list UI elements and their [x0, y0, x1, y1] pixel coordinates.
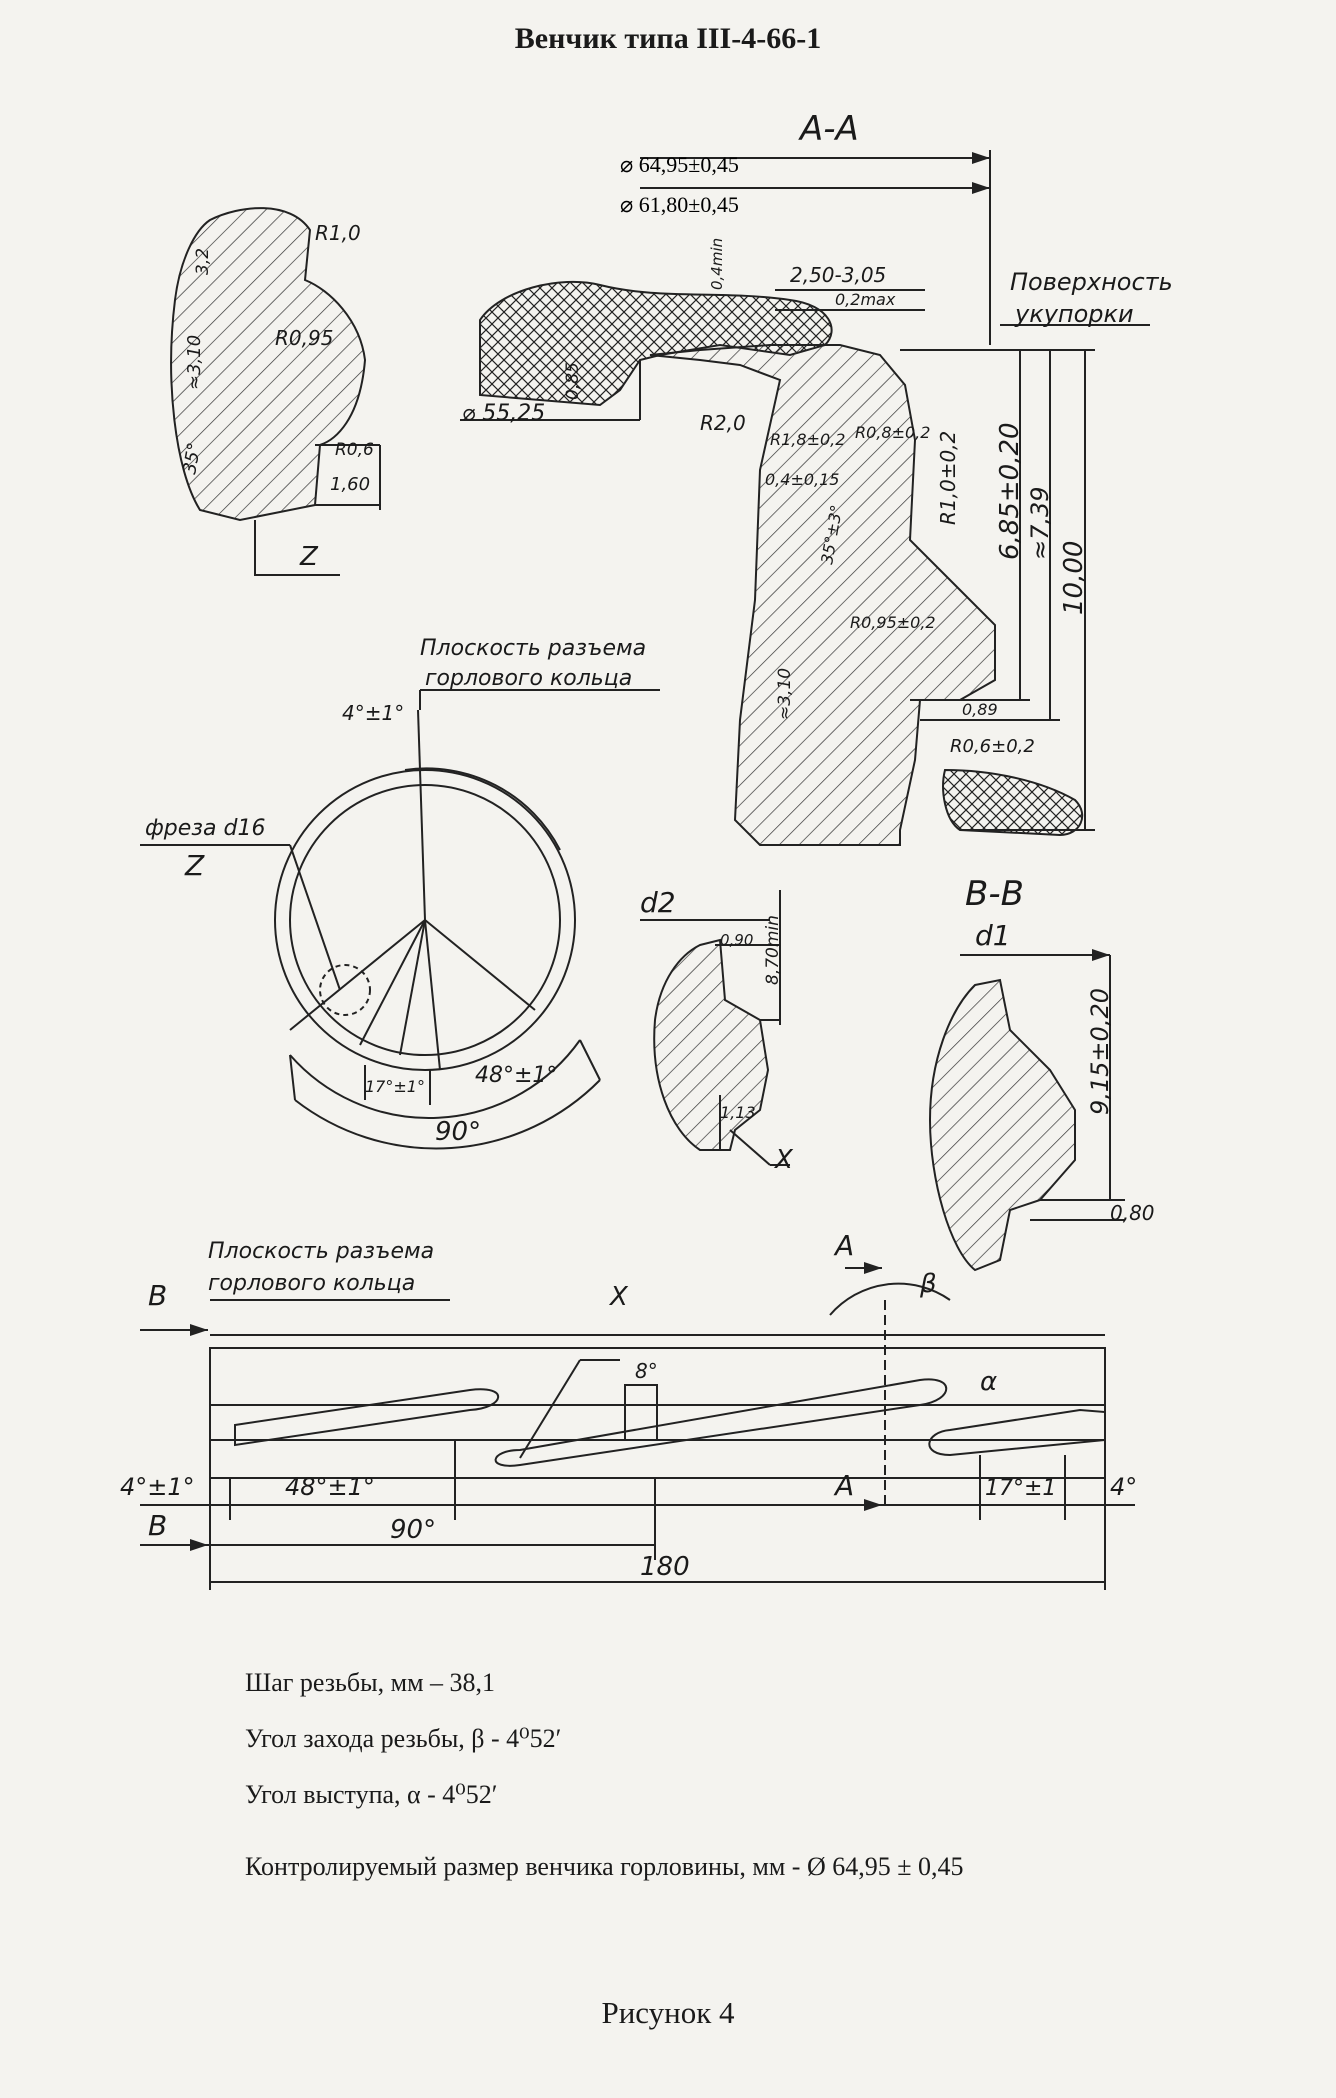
dim-outer-diameter: ⌀ 64,95±0,45: [620, 152, 739, 177]
note-entry-angle: Угол захода резьбы, β - 4⁰52′: [245, 1724, 562, 1753]
z-radius-0-95: R0,95: [275, 326, 333, 350]
z-dim-1-60: 1,60: [330, 474, 370, 495]
d1-profile-drawing: [928, 949, 1125, 1272]
d2-dim-8-70: 8,70min: [763, 915, 783, 985]
d2-dim-0-90: 0,90: [720, 931, 753, 949]
control-dimension-note: Контролируемый размер венчика горловины,…: [245, 1852, 964, 1881]
cap-liner-section: [942, 768, 1084, 837]
dev-angle-8: 8°: [635, 1359, 658, 1383]
dim-55-diameter: ⌀ 55,25: [462, 401, 545, 426]
radius-0-6: R0,6±0,2: [950, 736, 1035, 757]
dim-3-10-aa: ≈3,10: [775, 668, 795, 720]
z-radius-0-6: R0,6: [335, 440, 374, 460]
dim-7-39: ≈7,39: [1026, 486, 1054, 560]
dev-a-label-top: А: [833, 1229, 854, 1262]
d1-dim-0-80: 0,80: [1110, 1201, 1155, 1225]
surface-label: Поверхность: [1010, 268, 1173, 296]
angle-48-circle: 48°±1°: [475, 1063, 557, 1088]
dev-length-180: 180: [640, 1552, 690, 1582]
dim-0-2-max: 0,2max: [835, 290, 896, 309]
dev-angle-17: 17°±1: [985, 1476, 1056, 1501]
dev-alpha-label: α: [980, 1367, 997, 1397]
figure-caption: Рисунок 4: [601, 1995, 735, 2030]
dev-a-label-bottom: А: [833, 1469, 854, 1502]
dev-beta-label: β: [919, 1269, 937, 1299]
z-dim-3-10: ≈3,10: [184, 335, 205, 390]
mill-z-label: Z: [184, 849, 205, 882]
d1-profile: [928, 978, 1076, 1272]
dim-0-4-tolerance: 0,4±0,15: [765, 470, 839, 489]
page-title: Венчик типа III-4-66-1: [514, 22, 822, 55]
d2-x-label: X: [773, 1145, 794, 1175]
dim-inner-diameter: ⌀ 61,80±0,45: [620, 192, 739, 217]
section-aa-label: А-А: [798, 109, 859, 149]
mill-label: фреза d16: [145, 816, 265, 841]
angle-17-circle: 17°±1°: [365, 1077, 425, 1096]
d2-profile: [653, 938, 770, 1151]
detail-z-profile: [170, 207, 367, 522]
radius-2-0: R2,0: [700, 411, 746, 435]
dev-x-label: X: [608, 1282, 629, 1312]
radius-0-8: R0,8±0,2: [855, 423, 930, 442]
dev-b-label-top: В: [148, 1279, 167, 1312]
d2-profile-drawing: [640, 890, 790, 1166]
dim-6-85: 6,85±0,20: [995, 422, 1025, 560]
dev-plane-label-2: горлового кольца: [208, 1271, 415, 1296]
plane-label-1: Плоскость разъема: [420, 636, 646, 661]
surface-label-2: укупорки: [1014, 300, 1134, 328]
dim-2-50-3-05: 2,50-3,05: [790, 263, 886, 287]
thread-notes: Шаг резьбы, мм – 38,1 Угол захода резьбы…: [245, 1655, 561, 1823]
note-ledge-angle: Угол выступа, α - 4⁰52′: [245, 1780, 498, 1809]
dim-0-89: 0,89: [962, 700, 998, 719]
dim-0-4-min: 0,4min: [708, 238, 726, 290]
dev-angle-4-left: 4°±1°: [120, 1473, 195, 1501]
d1-label: d1: [975, 919, 1011, 952]
thread-circle-view: [140, 689, 660, 1150]
detail-z-drawing: [170, 207, 381, 576]
d1-dim-9-15: 9,15±0,20: [1086, 988, 1114, 1115]
angle-90-circle: 90°: [435, 1117, 481, 1147]
z-radius-1-0: R1,0: [315, 221, 361, 245]
section-bb-label: В-В: [965, 874, 1024, 914]
plane-label-2: горлового кольца: [425, 666, 632, 691]
dev-b-label-bottom: В: [148, 1509, 167, 1542]
thread-development-drawing: [140, 1262, 1135, 1590]
dev-angle-48: 48°±1°: [285, 1473, 375, 1501]
radius-1-0: R1,0±0,2: [936, 431, 960, 525]
dim-10-00: 10,00: [1059, 541, 1089, 615]
z-label: Z: [299, 542, 319, 572]
note-thread-pitch: Шаг резьбы, мм – 38,1: [245, 1668, 496, 1697]
angle-4-circle: 4°±1°: [342, 701, 404, 725]
dev-angle-4-right: 4°: [1110, 1473, 1137, 1501]
z-dim-3-2: 3,2: [193, 248, 213, 275]
section-aa-drawing: [460, 150, 1150, 846]
d2-dim-1-13: 1,13: [720, 1103, 756, 1122]
dev-plane-label-1: Плоскость разъема: [208, 1239, 434, 1264]
radius-1-8: R1,8±0,2: [770, 430, 845, 449]
d2-label: d2: [640, 886, 676, 919]
radius-0-95: R0,95±0,2: [850, 613, 936, 632]
dim-0-85: 0,85: [563, 362, 583, 400]
dev-angle-90: 90°: [390, 1515, 436, 1545]
